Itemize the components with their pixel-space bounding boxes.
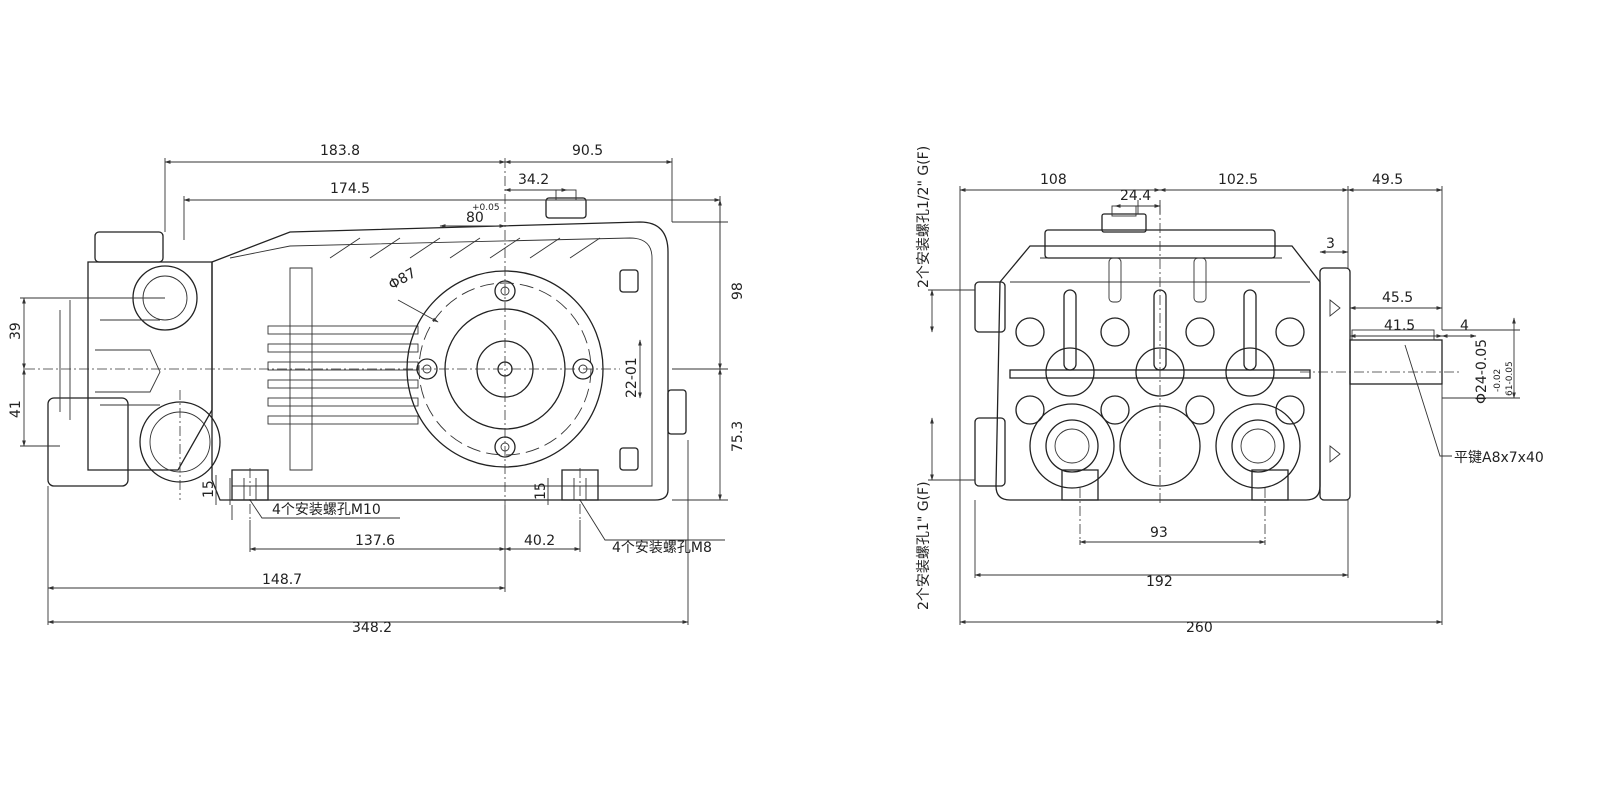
- front-dimension-lines: [930, 188, 1516, 624]
- right-bearing-housing: [1319, 267, 1351, 501]
- dim-40-2: 40.2: [524, 533, 555, 549]
- dim-24-4: 24.4: [1120, 188, 1151, 204]
- front-housing: [995, 245, 1321, 501]
- shaft: [1349, 339, 1443, 385]
- note-m10-holes: 4个安装螺孔M10: [272, 502, 381, 518]
- manifold-lower: [47, 397, 129, 487]
- dim-183-8: 183.8: [320, 143, 360, 159]
- dim-98: 98: [730, 282, 746, 300]
- note-top-port: 2个安装螺孔1/2" G(F): [916, 146, 932, 288]
- left-port-flange-lower: [974, 417, 1006, 487]
- side-view: 183.8 90.5 174.5 34.2 +0.05 80 Φ87 98 39…: [8, 143, 746, 636]
- cooling-fins: [267, 237, 601, 425]
- top-plug: [1101, 213, 1147, 233]
- dim-137-6: 137.6: [355, 533, 395, 549]
- manifold-cap: [94, 231, 164, 263]
- dim-260: 260: [1186, 620, 1213, 636]
- dim-348-2: 348.2: [352, 620, 392, 636]
- dim-4: 4: [1460, 318, 1469, 334]
- dim-phi-24-tol-b: 61-0.05: [1505, 361, 1515, 396]
- note-bottom-port: 2个安装螺孔1" G(F): [916, 481, 932, 610]
- dim-41: 41: [8, 400, 24, 418]
- front-view: 108 24.4 102.5 49.5 3 45.5 41.5 4 Φ24-0.…: [916, 146, 1544, 636]
- front-view-body: [960, 205, 1460, 540]
- manifold-body: [87, 261, 213, 471]
- dim-45-5: 45.5: [1382, 290, 1413, 306]
- dim-192: 192: [1146, 574, 1173, 590]
- left-port-flange-upper: [974, 281, 1006, 333]
- side-dimension-labels: 183.8 90.5 174.5 34.2 +0.05 80 Φ87 98 39…: [8, 143, 746, 636]
- side-view-body: [25, 158, 687, 520]
- front-dimension-labels: 108 24.4 102.5 49.5 3 45.5 41.5 4 Φ24-0.…: [916, 146, 1544, 636]
- front-mounting-feet: [1061, 469, 1289, 501]
- dim-3: 3: [1326, 236, 1335, 252]
- dim-phi-24-tol-a: -0.02: [1493, 369, 1503, 392]
- dim-90-5: 90.5: [572, 143, 603, 159]
- dim-34-2: 34.2: [518, 172, 549, 188]
- note-m8-holes: 4个安装螺孔M8: [612, 540, 712, 556]
- dim-39: 39: [8, 322, 24, 340]
- dim-93: 93: [1150, 525, 1168, 541]
- breather-cap: [545, 197, 587, 219]
- dim-phi-24: Φ24-0.05: [1474, 339, 1490, 404]
- side-extension-lines: [20, 158, 728, 625]
- dim-102-5: 102.5: [1218, 172, 1258, 188]
- crankcase-housing: [211, 221, 669, 501]
- dim-80-tolerance: +0.05: [472, 203, 500, 213]
- dim-15-right: 15: [533, 482, 549, 500]
- dim-41-5: 41.5: [1384, 318, 1415, 334]
- dim-148-7: 148.7: [262, 572, 302, 588]
- top-stems: [1108, 257, 1207, 303]
- note-key: 平键A8x7x40: [1454, 450, 1544, 466]
- dim-22-01: 22-01: [624, 357, 640, 398]
- mounting-feet: [231, 469, 599, 501]
- front-ports: [1029, 403, 1301, 489]
- dim-phi-87: Φ87: [386, 265, 419, 293]
- dim-15-left: 15: [201, 480, 217, 498]
- side-dimension-lines: [22, 160, 725, 624]
- dim-80: 80: [466, 210, 484, 226]
- dim-49-5: 49.5: [1372, 172, 1403, 188]
- dim-108: 108: [1040, 172, 1067, 188]
- dim-174-5: 174.5: [330, 181, 370, 197]
- dim-75-3: 75.3: [730, 421, 746, 452]
